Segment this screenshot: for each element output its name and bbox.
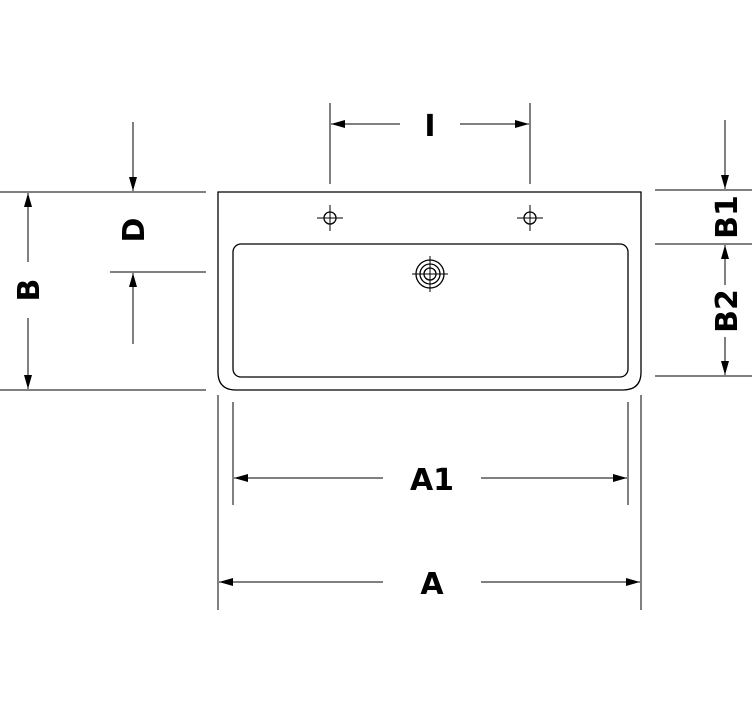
dimension-i: I xyxy=(329,103,531,184)
dimension-a: A xyxy=(217,395,642,610)
dimension-label-i: I xyxy=(424,109,435,144)
dimension-b1-b2: B1 B2 xyxy=(655,120,752,377)
basin-outer-outline xyxy=(217,191,642,391)
basin-bowl-outline xyxy=(232,243,629,378)
dimension-b: B xyxy=(0,191,206,391)
dimension-label-b2: B2 xyxy=(710,289,745,333)
basin xyxy=(217,191,642,391)
tap-hole-left xyxy=(317,205,343,231)
drain xyxy=(412,256,448,292)
tap-hole-right xyxy=(517,205,543,231)
dimension-label-a: A xyxy=(420,567,444,602)
dimension-label-a1: A1 xyxy=(410,463,454,498)
dimension-label-b: B xyxy=(12,279,47,302)
dimension-a1: A1 xyxy=(232,402,629,505)
dimension-label-b1: B1 xyxy=(710,195,745,239)
dimension-d: D xyxy=(110,122,206,344)
dimension-label-d: D xyxy=(117,218,152,243)
